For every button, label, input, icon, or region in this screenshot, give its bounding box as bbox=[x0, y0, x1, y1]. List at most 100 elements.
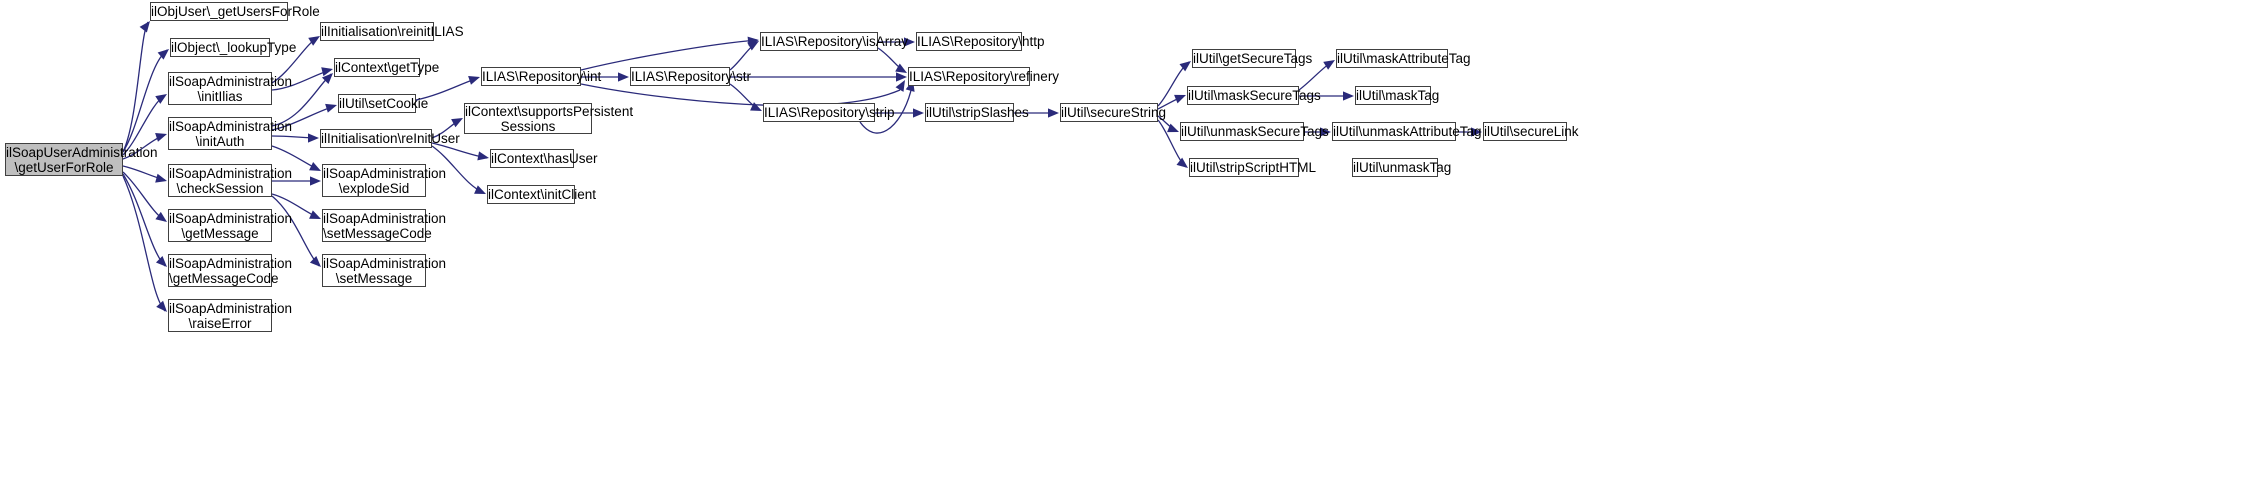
graph-node-label: ILIAS\Repository\http bbox=[917, 34, 1045, 49]
graph-node-supportsPersistent[interactable]: ilContext\supportsPersistent Sessions bbox=[464, 103, 634, 134]
graph-node-label: ilContext\initClient bbox=[488, 187, 597, 202]
call-edge bbox=[729, 41, 758, 71]
graph-node-repoStr[interactable]: ILIAS\Repository\str bbox=[630, 67, 751, 86]
graph-node-label: ilSoapUserAdministration \getUserForRole bbox=[6, 144, 158, 175]
graph-node-unmaskTag[interactable]: ilUtil\unmaskTag bbox=[1352, 158, 1452, 177]
call-edge-arrowhead bbox=[309, 210, 321, 219]
call-edge bbox=[122, 175, 166, 312]
graph-node-label: ilUtil\unmaskAttributeTag bbox=[1333, 124, 1482, 139]
graph-node-label: ilUtil\unmaskSecureTags bbox=[1181, 124, 1329, 139]
graph-node-label: ilUtil\maskSecureTags bbox=[1188, 88, 1321, 103]
call-edge bbox=[580, 39, 758, 71]
graph-node-label: ilSoapAdministration \setMessage bbox=[323, 255, 447, 286]
graph-node-label: ILIAS\Repository\strip bbox=[764, 105, 895, 120]
call-edge-arrowhead bbox=[310, 176, 321, 186]
graph-node-unmaskSecureTags[interactable]: ilUtil\unmaskSecureTags bbox=[1180, 122, 1329, 141]
graph-node-setMessage[interactable]: ilSoapAdministration \setMessage bbox=[322, 254, 447, 287]
graph-node-label: ilUtil\maskTag bbox=[1356, 88, 1440, 103]
graph-node-label: ilUtil\unmaskTag bbox=[1353, 160, 1452, 175]
call-edge-arrowhead bbox=[474, 185, 486, 194]
graph-node-label: ilContext\hasUser bbox=[491, 151, 598, 166]
graph-node-label: ilUtil\maskAttributeTag bbox=[1337, 51, 1471, 66]
call-edge-arrowhead bbox=[468, 76, 480, 85]
call-edge-arrowhead bbox=[618, 72, 629, 82]
graph-node-repoStrip[interactable]: ILIAS\Repository\strip bbox=[763, 103, 895, 122]
graph-node-initClient[interactable]: ilContext\initClient bbox=[487, 185, 597, 204]
graph-node-setCookie[interactable]: ilUtil\setCookie bbox=[338, 94, 429, 113]
graph-node-label: ilUtil\secureLink bbox=[1484, 124, 1579, 139]
graph-node-raiseError[interactable]: ilSoapAdministration \raiseError bbox=[168, 299, 293, 332]
graph-node-label: ilContext\supportsPersistent Sessions bbox=[465, 103, 634, 134]
call-edge-arrowhead bbox=[308, 133, 319, 143]
graph-node-initAuth[interactable]: ilSoapAdministration \initAuth bbox=[168, 117, 293, 150]
graph-node-isArray[interactable]: ILIAS\Repository\isArray bbox=[760, 32, 908, 51]
call-edge bbox=[1157, 61, 1190, 107]
graph-node-label: ilUtil\setCookie bbox=[339, 96, 429, 111]
graph-node-explodeSid[interactable]: ilSoapAdministration \explodeSid bbox=[322, 164, 447, 197]
call-edge bbox=[122, 171, 166, 222]
graph-node-setMessageCode[interactable]: ilSoapAdministration \setMessageCode bbox=[322, 209, 447, 242]
graph-node-secureLink[interactable]: ilUtil\secureLink bbox=[1483, 122, 1579, 141]
graph-node-repoInt[interactable]: ILIAS\Repository\int bbox=[481, 67, 602, 86]
call-edge-arrowhead bbox=[750, 102, 762, 111]
call-edge bbox=[122, 21, 149, 153]
graph-node-refinery[interactable]: ILIAS\Repository\refinery bbox=[908, 67, 1060, 86]
call-edge-arrowhead bbox=[1343, 91, 1354, 101]
graph-node-maskSecureTags[interactable]: ilUtil\maskSecureTags bbox=[1187, 86, 1321, 105]
graph-node-stripSlashes[interactable]: ilUtil\stripSlashes bbox=[925, 103, 1029, 122]
graph-node-label: ilUtil\stripSlashes bbox=[926, 105, 1029, 120]
call-edge-arrowhead bbox=[1048, 108, 1059, 118]
call-edge-arrowhead bbox=[155, 133, 167, 142]
graph-node-initIlias[interactable]: ilSoapAdministration \initIlias bbox=[168, 72, 293, 105]
call-edge bbox=[877, 47, 906, 73]
graph-node-lookupType[interactable]: ilObject\_lookupType bbox=[170, 38, 297, 57]
graph-node-secureString[interactable]: ilUtil\secureString bbox=[1060, 103, 1167, 122]
call-edge-arrowhead bbox=[1174, 94, 1186, 104]
graph-node-label: ilSoapAdministration \initAuth bbox=[169, 118, 293, 149]
graph-node-maskAttributeTag[interactable]: ilUtil\maskAttributeTag bbox=[1336, 49, 1471, 68]
graph-node-checkSession[interactable]: ilSoapAdministration \checkSession bbox=[168, 164, 292, 197]
call-edge-arrowhead bbox=[477, 151, 489, 161]
graph-node-label: ilObjUser\_getUsersForRole bbox=[151, 4, 320, 19]
graph-node-reInitUser[interactable]: ilInitialisation\reInitUser bbox=[320, 129, 460, 148]
call-edge bbox=[729, 83, 761, 111]
graph-node-label: ILIAS\Repository\refinery bbox=[909, 69, 1060, 84]
graph-node-maskTag[interactable]: ilUtil\maskTag bbox=[1355, 86, 1440, 105]
graph-node-hasUser[interactable]: ilContext\hasUser bbox=[490, 149, 598, 168]
call-edge bbox=[122, 49, 168, 153]
call-edge-arrowhead bbox=[895, 80, 905, 92]
call-edge-arrowhead bbox=[321, 67, 333, 77]
graph-node-root[interactable]: ilSoapUserAdministration \getUserForRole bbox=[5, 143, 158, 176]
graph-node-label: ilUtil\getSecureTags bbox=[1193, 51, 1313, 66]
graph-node-reinitILIAS[interactable]: ilInitialisation\reinitILIAS bbox=[320, 22, 464, 41]
graph-node-label: ILIAS\Repository\int bbox=[482, 69, 602, 84]
graph-node-label: ilSoapAdministration \getMessageCode bbox=[169, 255, 293, 286]
graph-node-getMessage[interactable]: ilSoapAdministration \getMessage bbox=[168, 209, 293, 242]
graph-node-getType[interactable]: ilContext\getType bbox=[334, 58, 440, 77]
call-edge-arrowhead bbox=[309, 162, 321, 171]
graph-node-getSecureTags[interactable]: ilUtil\getSecureTags bbox=[1192, 49, 1313, 68]
graph-node-label: ilObject\_lookupType bbox=[171, 40, 297, 55]
graph-node-getMessageCode[interactable]: ilSoapAdministration \getMessageCode bbox=[168, 254, 293, 287]
call-edge bbox=[271, 135, 318, 139]
call-edge-arrowhead bbox=[747, 36, 759, 46]
call-edge-arrowhead bbox=[896, 72, 907, 82]
graph-node-label: ilSoapAdministration \initIlias bbox=[169, 73, 293, 104]
graph-node-label: ilSoapAdministration \raiseError bbox=[169, 300, 293, 331]
graph-node-stripScriptHTML[interactable]: ilUtil\stripScriptHTML bbox=[1189, 158, 1317, 177]
graph-node-label: ilUtil\secureString bbox=[1061, 105, 1167, 120]
graph-node-label: ilContext\getType bbox=[335, 60, 440, 75]
call-edge-arrowhead bbox=[913, 108, 924, 118]
graph-node-getUsersForRole[interactable]: ilObjUser\_getUsersForRole bbox=[150, 2, 320, 21]
graph-node-label: ilSoapAdministration \setMessageCode bbox=[323, 210, 447, 241]
graph-node-label: ilSoapAdministration \getMessage bbox=[169, 210, 293, 241]
graph-node-label: ilInitialisation\reInitUser bbox=[321, 131, 460, 146]
graph-node-http[interactable]: ILIAS\Repository\http bbox=[916, 32, 1045, 51]
graph-node-label: ilInitialisation\reinitILIAS bbox=[321, 24, 464, 39]
call-edge bbox=[122, 173, 166, 267]
graph-node-label: ilUtil\stripScriptHTML bbox=[1190, 160, 1317, 175]
graph-node-label: ilSoapAdministration \explodeSid bbox=[323, 165, 447, 196]
call-edge-arrowhead bbox=[155, 173, 167, 183]
graph-node-unmaskAttributeTag[interactable]: ilUtil\unmaskAttributeTag bbox=[1332, 122, 1482, 141]
